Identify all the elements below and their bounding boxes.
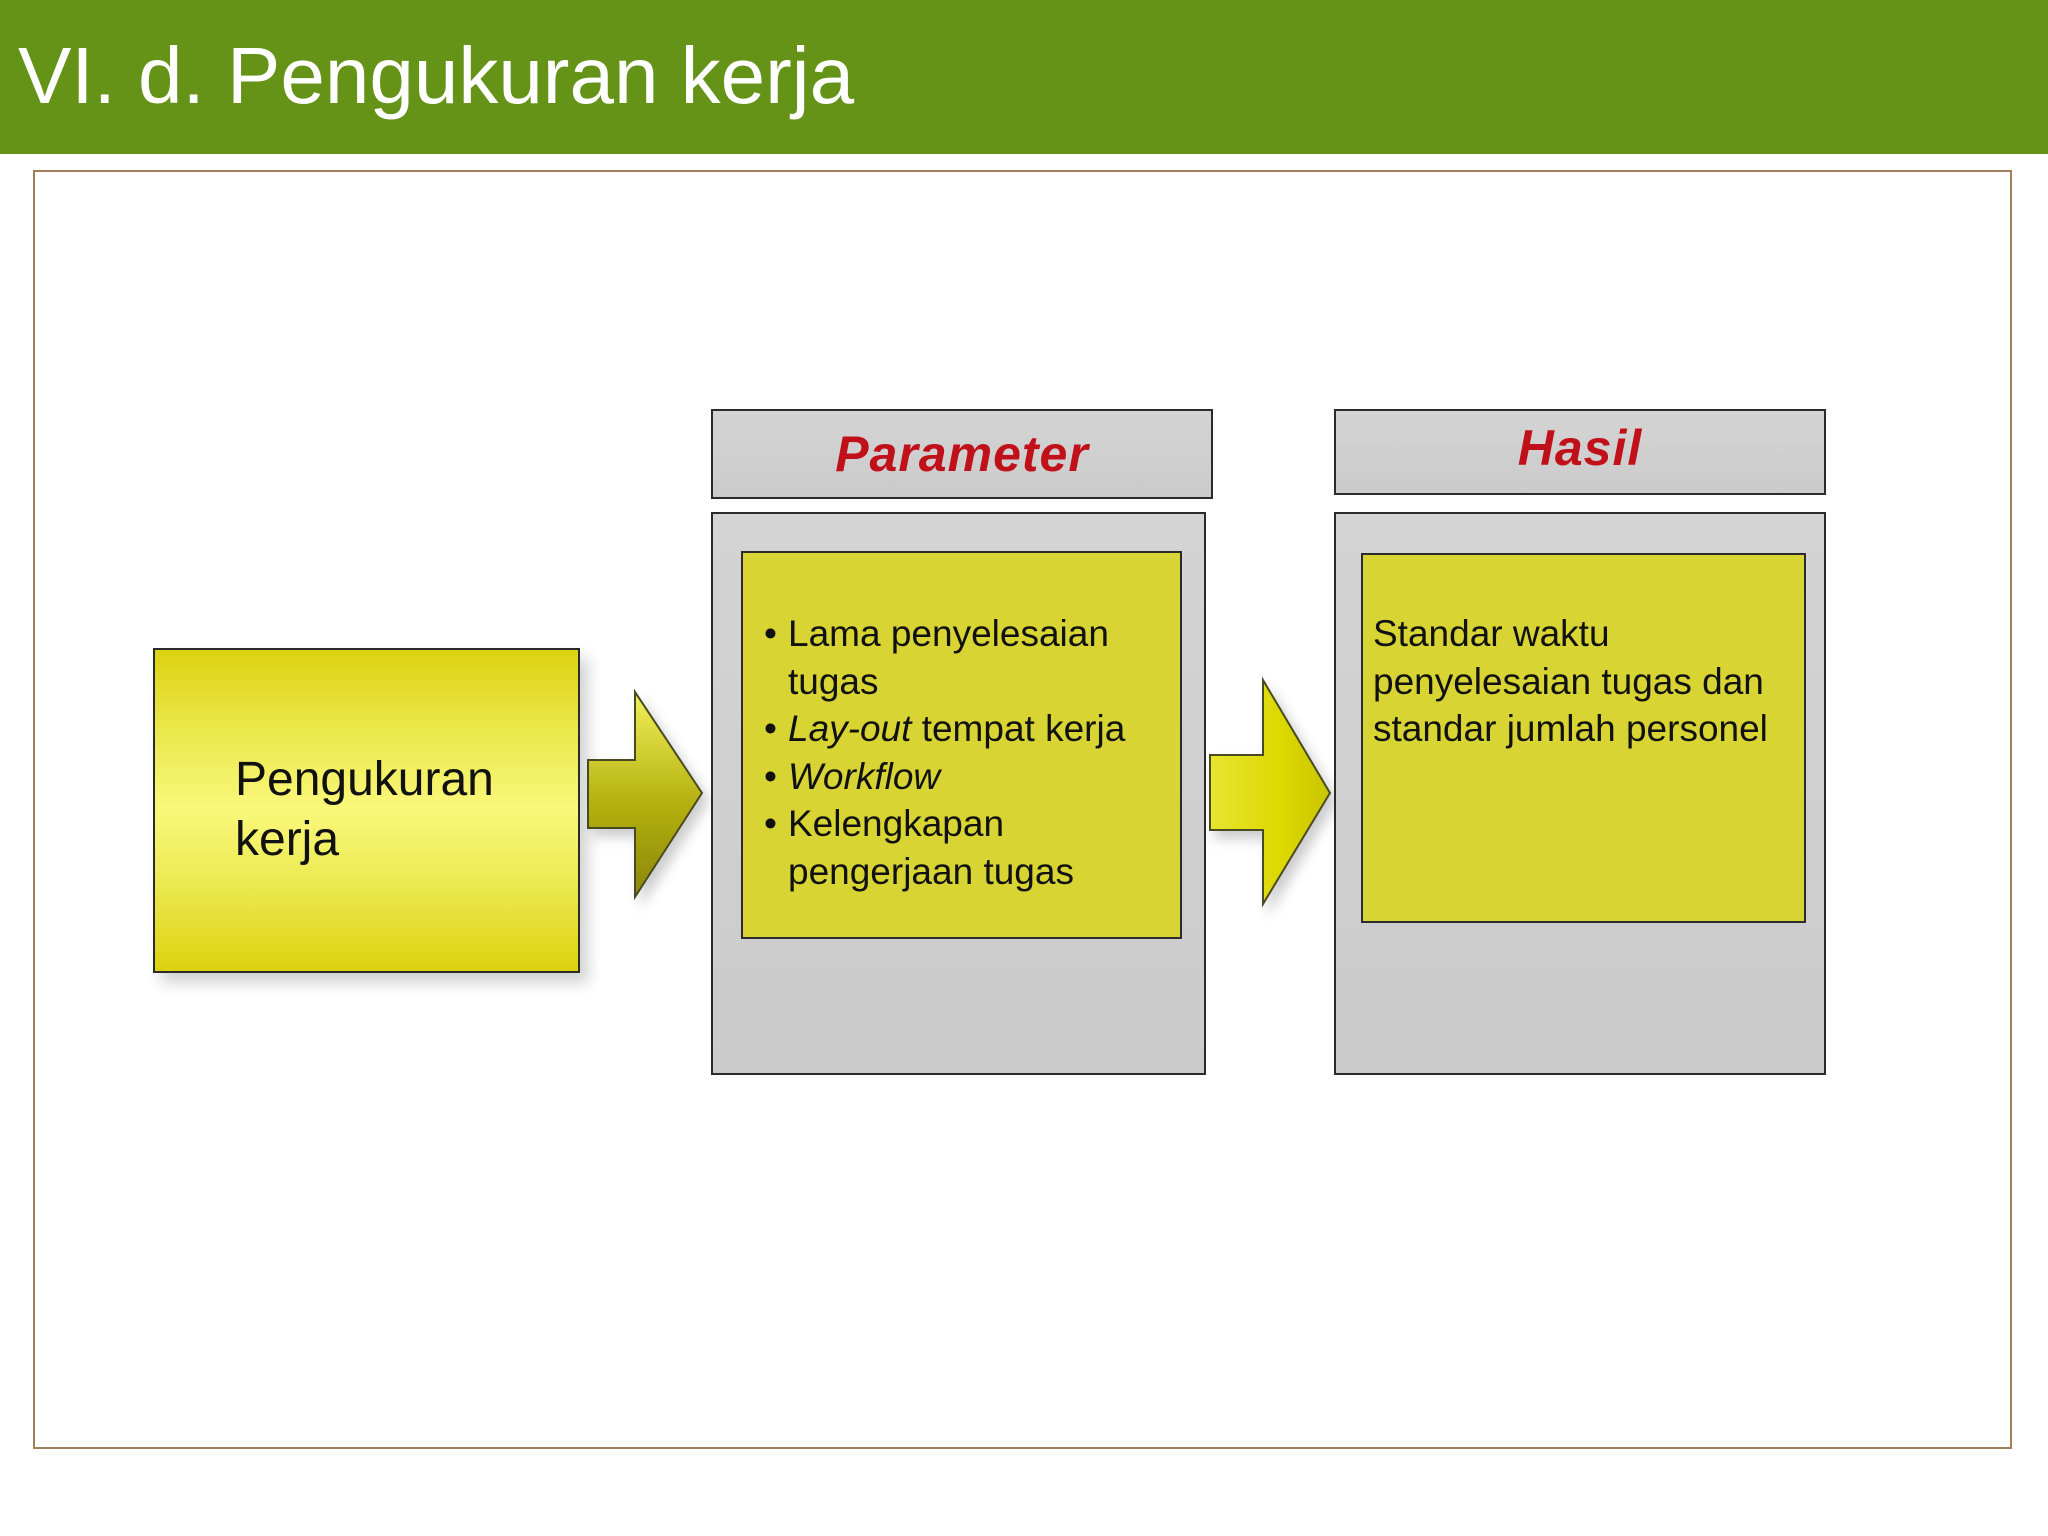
parameter-item-text: Kelengkapan pengerjaan tugas <box>788 803 1074 892</box>
parameter-item: • Kelengkapan pengerjaan tugas <box>764 800 1184 895</box>
bullet: • <box>764 803 777 844</box>
parameter-header: Parameter <box>835 426 1089 482</box>
input-box <box>153 648 580 973</box>
arrow-parameter-to-result <box>1209 676 1332 908</box>
input-box-label: Pengukuran kerja <box>235 753 494 866</box>
parameter-item: • Lay-out tempat kerja <box>764 705 1184 753</box>
result-content-box <box>1361 553 1806 923</box>
slide-title: VI. d. Pengukuran kerja <box>18 31 855 120</box>
parameter-list: • Lama penyelesaian tugas • Lay-out temp… <box>764 610 1184 895</box>
arrow-input-to-parameter <box>587 688 704 901</box>
title-bar: VI. d. Pengukuran kerja <box>0 0 2048 154</box>
bullet: • <box>764 755 777 797</box>
result-header: Hasil <box>1517 420 1643 476</box>
result-header-box: Hasil <box>1334 409 1826 495</box>
parameter-item-text: Lama penyelesaian tugas <box>788 613 1109 702</box>
parameter-content-box <box>741 551 1182 939</box>
parameter-item: • Lama penyelesaian tugas <box>764 610 1184 705</box>
parameter-item-italic: Workflow <box>788 755 941 797</box>
parameter-header-box: Parameter <box>711 409 1213 499</box>
result-text: Standar waktu penyelesaian tugas dan sta… <box>1373 613 1768 749</box>
bullet: • <box>764 613 777 654</box>
bullet: • <box>764 708 777 749</box>
parameter-item: • Workflow <box>764 753 1184 801</box>
parameter-item-italic: Lay-out <box>788 708 912 749</box>
parameter-item-text: tempat kerja <box>911 708 1126 749</box>
